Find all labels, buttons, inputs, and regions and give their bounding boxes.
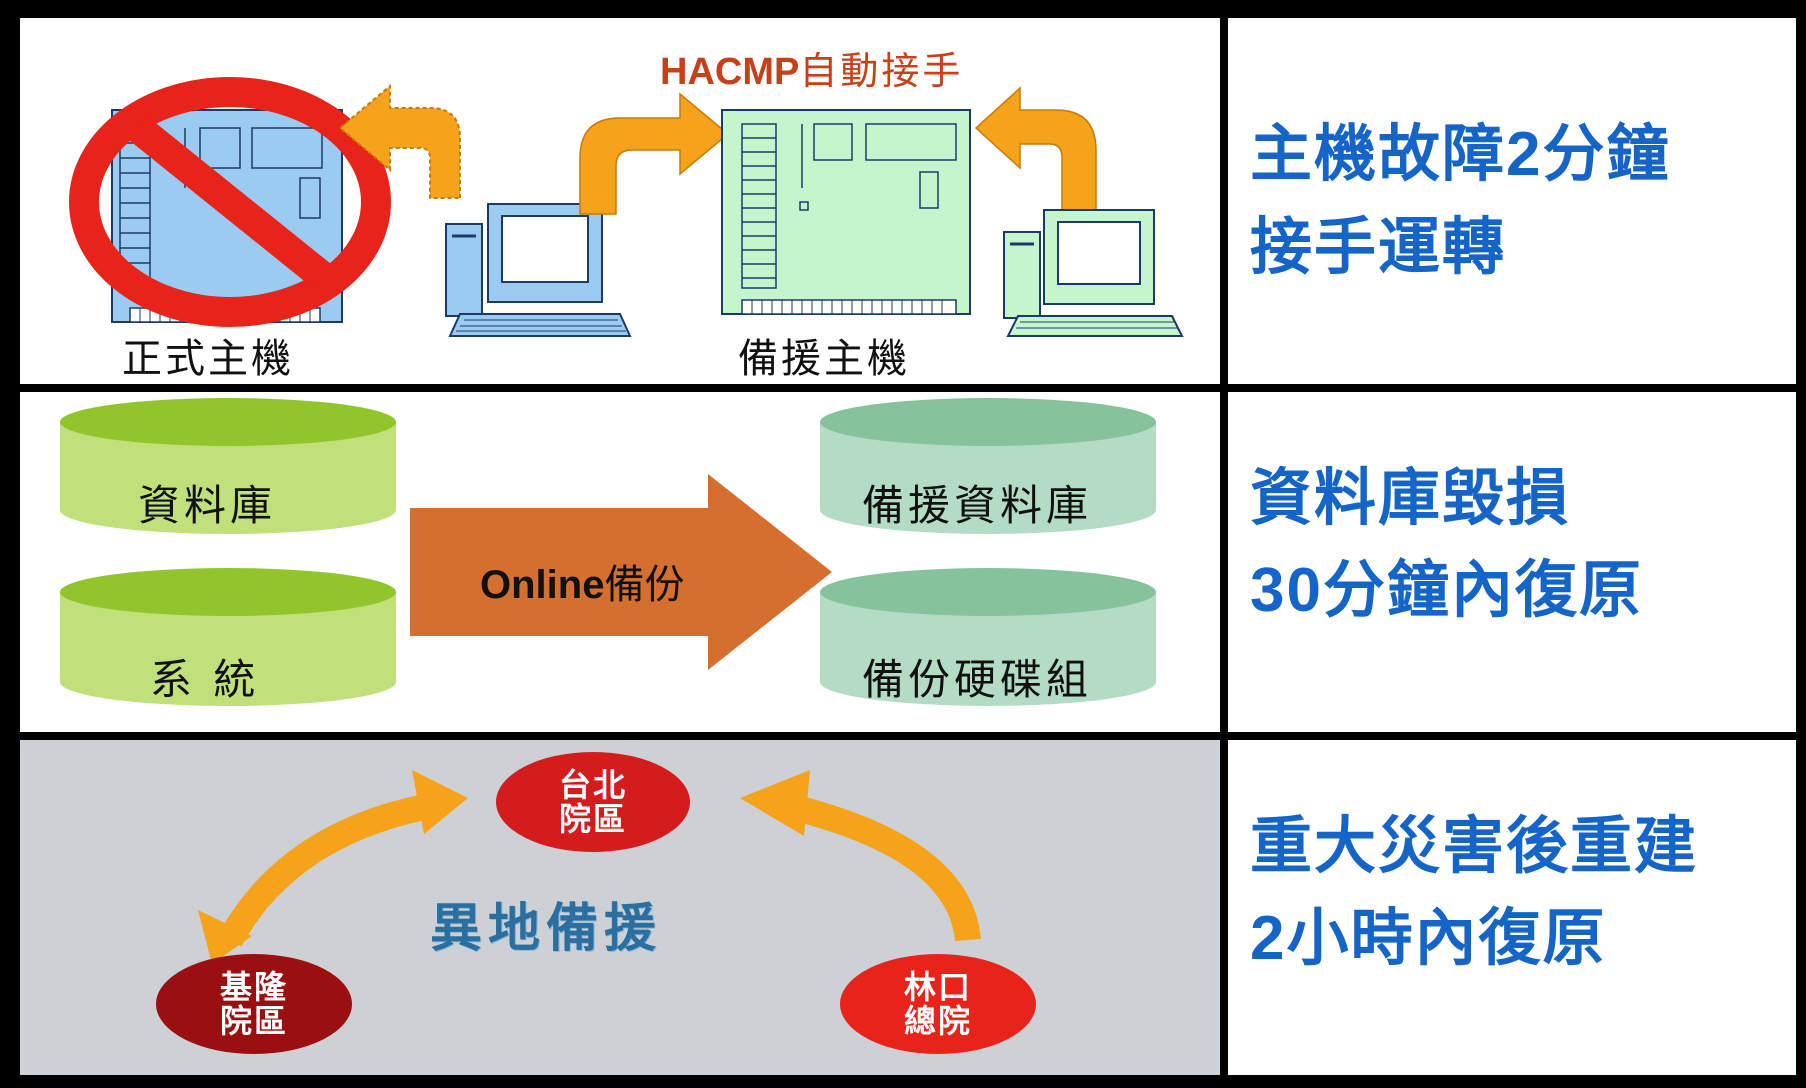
- hacmp-label: HACMP自動接手: [660, 40, 963, 95]
- failover-summary: 主機故障2分鐘 接手運轉: [1228, 18, 1796, 384]
- offsite-panel: 台北 院區 基隆 院區 林口 總院 異地備援: [20, 740, 1220, 1075]
- online-backup-label: Online備份: [480, 552, 684, 610]
- workstation-icon: [445, 203, 632, 337]
- database-cylinder-icon: [60, 398, 396, 534]
- failover-summary-line2: 接手運轉: [1250, 210, 1507, 283]
- backup-graphic: [60, 398, 1156, 706]
- curved-arrow-icon-2: [792, 795, 981, 942]
- offsite-summary-line1: 重大災害後重建: [1250, 809, 1699, 882]
- offsite-summary: 重大災害後重建 2小時內復原: [1228, 740, 1796, 1075]
- curved-arrow-head-bottom-left: [198, 910, 252, 964]
- failed-link-arrow-icon: [338, 83, 461, 199]
- online-backup-label-en: Online: [480, 563, 605, 607]
- site-linkou-line2: 總院: [903, 1002, 972, 1040]
- failover-arrow-icon: [579, 92, 730, 215]
- offsite-summary-line2: 2小時內復原: [1250, 892, 1786, 985]
- site-taipei-line2: 院區: [558, 800, 627, 838]
- site-taipei: 台北 院區: [496, 752, 690, 852]
- failover-panel: HACMP自動接手 正式主機 備援主機: [20, 18, 1220, 384]
- backup-panel: 資料庫 系 統 Online備份 備援資料庫 備份硬碟組: [20, 392, 1220, 732]
- backup-database-label: 備援資料庫: [862, 481, 1093, 530]
- failover-summary-post: 分鐘: [1542, 117, 1671, 190]
- hacmp-label-zh: 自動接手: [799, 49, 964, 93]
- failover-summary-pre: 主機故障: [1250, 117, 1507, 190]
- backup-summary-post: 分鐘內復原: [1322, 553, 1643, 626]
- backup-disk-label: 備份硬碟組: [862, 655, 1093, 704]
- backup-database-cylinder-icon: [820, 398, 1156, 534]
- site-keelung-line1: 基隆: [219, 968, 288, 1006]
- curved-arrow-icon: [218, 791, 443, 947]
- backup-host-label: 備援主機: [738, 336, 910, 382]
- workstation-icon-2: [1003, 209, 1184, 337]
- backup-disk-cylinder-icon: [820, 568, 1156, 706]
- primary-host-label: 正式主機: [122, 336, 294, 382]
- system-cylinder-icon: [60, 568, 396, 706]
- site-keelung-line2: 院區: [219, 1002, 288, 1040]
- offsite-summary-num: 2: [1250, 904, 1287, 973]
- system-label: 系 統: [150, 655, 260, 704]
- online-backup-arrow-icon: [410, 474, 832, 670]
- offsite-summary-post: 小時內復原: [1286, 901, 1607, 974]
- failover-summary-line1: 主機故障2分鐘: [1250, 108, 1786, 201]
- site-taipei-line1: 台北: [558, 766, 627, 804]
- offsite-graphic: [198, 770, 981, 964]
- curved-arrow-head-top-left: [412, 770, 468, 834]
- hacmp-label-en: HACMP: [660, 51, 800, 93]
- backup-link-arrow-icon: [974, 86, 1097, 215]
- backup-summary-num: 30: [1250, 556, 1323, 625]
- backup-server-icon: [721, 109, 971, 315]
- failover-graphic: [69, 77, 1184, 337]
- backup-summary: 資料庫毀損 30分鐘內復原: [1228, 392, 1796, 732]
- site-linkou-line1: 林口: [903, 968, 972, 1006]
- database-label: 資料庫: [138, 481, 277, 530]
- curved-arrow-head-top-right: [740, 770, 810, 836]
- failover-summary-num: 2: [1506, 120, 1543, 189]
- backup-summary-line2: 30分鐘內復原: [1250, 544, 1786, 637]
- prohibited-icon: [69, 77, 391, 327]
- site-keelung: 基隆 院區: [156, 954, 352, 1054]
- backup-summary-line1: 資料庫毀損: [1250, 461, 1571, 534]
- site-linkou: 林口 總院: [840, 954, 1036, 1054]
- online-backup-label-zh: 備份: [604, 562, 685, 608]
- offsite-backup-title: 異地備援: [430, 899, 663, 959]
